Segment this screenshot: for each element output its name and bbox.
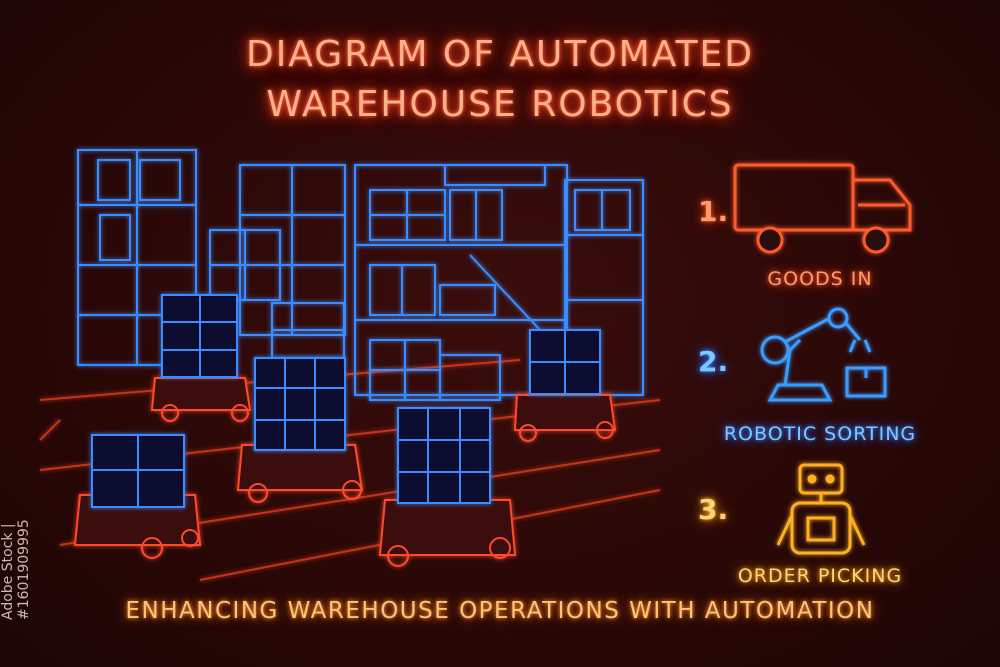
step-number-robotic-sorting: 2.	[698, 345, 729, 378]
step-label-goods-in: GOODS IN	[767, 268, 873, 290]
page-title: DIAGRAM OF AUTOMATED	[245, 34, 755, 75]
page-subtitle: WAREHOUSE ROBOTICS	[266, 84, 734, 125]
robot-cart	[150, 377, 252, 422]
robot-cart	[378, 499, 517, 567]
shelving-units	[77, 149, 644, 401]
cart-box	[91, 434, 185, 508]
robot-icon	[776, 463, 866, 555]
cart-box	[529, 329, 601, 395]
stock-watermark: Adobe Stock | #1601909995	[0, 519, 32, 620]
cart-box	[161, 294, 238, 378]
step-label-robotic-sorting: ROBOTIC SORTING	[723, 423, 917, 445]
step-label-order-picking: ORDER PICKING	[737, 565, 903, 587]
robot-cart	[513, 394, 617, 442]
cart-box	[254, 357, 346, 451]
cart-box	[397, 407, 491, 504]
step-number-order-picking: 3.	[698, 493, 729, 526]
footer-tagline: ENHANCING WAREHOUSE OPERATIONS WITH AUTO…	[125, 598, 875, 624]
robot-cart	[236, 444, 364, 503]
truck-icon	[733, 163, 912, 254]
robotic-arm-icon	[760, 307, 887, 402]
step-number-goods-in: 1.	[698, 195, 729, 228]
